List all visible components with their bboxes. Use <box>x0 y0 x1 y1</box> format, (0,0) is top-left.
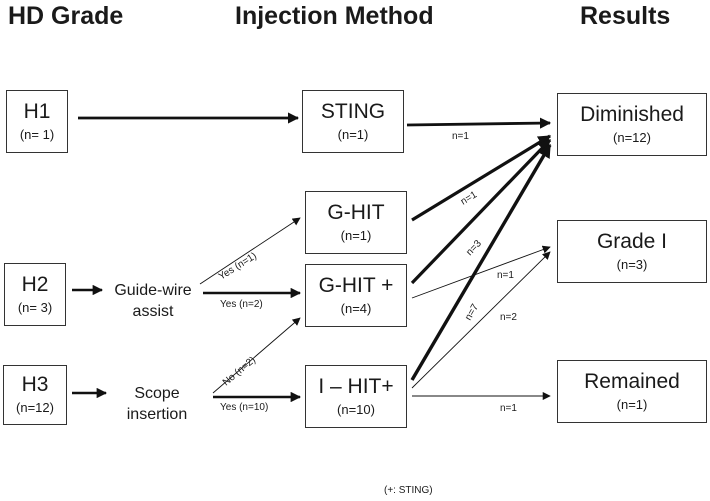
grade-count: (n= 3) <box>17 299 53 315</box>
label-ghit-diminished: n=1 <box>459 189 480 207</box>
result-count: (n=1) <box>616 396 648 412</box>
header-results: Results <box>580 2 671 30</box>
result-count: (n=12) <box>613 129 651 145</box>
grade-name: H2 <box>21 272 49 296</box>
grade-name: H1 <box>23 99 51 123</box>
label-ghitplus-grade1: n=1 <box>497 270 514 281</box>
method-count: (n=4) <box>340 300 372 316</box>
label-h2-yes2: Yes (n=2) <box>220 299 263 310</box>
label-ghitplus-diminished: n=3 <box>464 238 484 258</box>
grade-count: (n= 1) <box>19 126 55 142</box>
label-sting-diminished: n=1 <box>452 131 469 142</box>
header-hd-grade: HD Grade <box>8 2 124 30</box>
label-ihit-grade1: n=2 <box>500 312 517 323</box>
method-count: (n=1) <box>340 227 372 243</box>
label-ihit-remained: n=1 <box>500 403 517 414</box>
result-box-diminished: Diminished (n=12) <box>557 93 707 156</box>
scope-line2: insertion <box>126 406 188 423</box>
method-box-sting: STING (n=1) <box>302 90 404 153</box>
scope-line1: Scope <box>134 385 180 402</box>
guide-wire-line1: Guide-wire <box>114 282 192 299</box>
footnote: (+: STING) <box>384 485 433 496</box>
result-name: Grade I <box>596 229 668 253</box>
method-count: (n=10) <box>337 401 375 417</box>
method-name: G-HIT + <box>318 273 394 297</box>
method-count: (n=1) <box>337 126 369 142</box>
grade-count: (n=12) <box>16 400 54 415</box>
arrow-ghitplus-grade1 <box>411 245 551 299</box>
header-injection-method: Injection Method <box>235 2 434 30</box>
grade-box-h1: H1 (n= 1) <box>6 90 68 153</box>
method-name: G-HIT <box>327 200 385 224</box>
grade-name: H3 <box>21 373 49 396</box>
result-box-grade-i: Grade I (n=3) <box>557 220 707 283</box>
arrow-sting-diminished <box>406 117 552 129</box>
method-name: I – HIT+ <box>318 374 394 398</box>
scope-insertion: Scope insertion <box>112 383 202 425</box>
grade-box-h3: H3 (n=12) <box>3 365 67 425</box>
label-h2-yes1: Yes (n=1) <box>217 251 259 283</box>
result-box-remained: Remained (n=1) <box>557 360 707 423</box>
result-name: Diminished <box>580 102 684 126</box>
guide-wire-assist: Guide-wire assist <box>108 280 198 322</box>
method-box-ihit-plus: I – HIT+ (n=10) <box>305 365 407 428</box>
arrow-ihit-grade1 <box>411 251 551 389</box>
label-ihit-diminished: n=7 <box>463 302 481 323</box>
result-name: Remained <box>584 369 680 393</box>
method-box-ghit-plus: G-HIT + (n=4) <box>305 264 407 327</box>
guide-wire-line2: assist <box>132 303 174 320</box>
label-h3-no2: No (n=2) <box>221 355 258 389</box>
arrow-ihit-diminished <box>410 143 552 381</box>
label-h3-yes10: Yes (n=10) <box>220 402 268 413</box>
arrow-ghit-diminished <box>411 134 552 222</box>
arrow-ghitplus-diminished <box>410 138 552 285</box>
arrow-scope-ghitplus <box>212 317 301 394</box>
method-box-ghit: G-HIT (n=1) <box>305 191 407 254</box>
grade-box-h2: H2 (n= 3) <box>4 263 66 326</box>
result-count: (n=3) <box>616 256 648 272</box>
arrow-guidewire-ghit <box>199 217 301 285</box>
method-name: STING <box>320 99 386 123</box>
